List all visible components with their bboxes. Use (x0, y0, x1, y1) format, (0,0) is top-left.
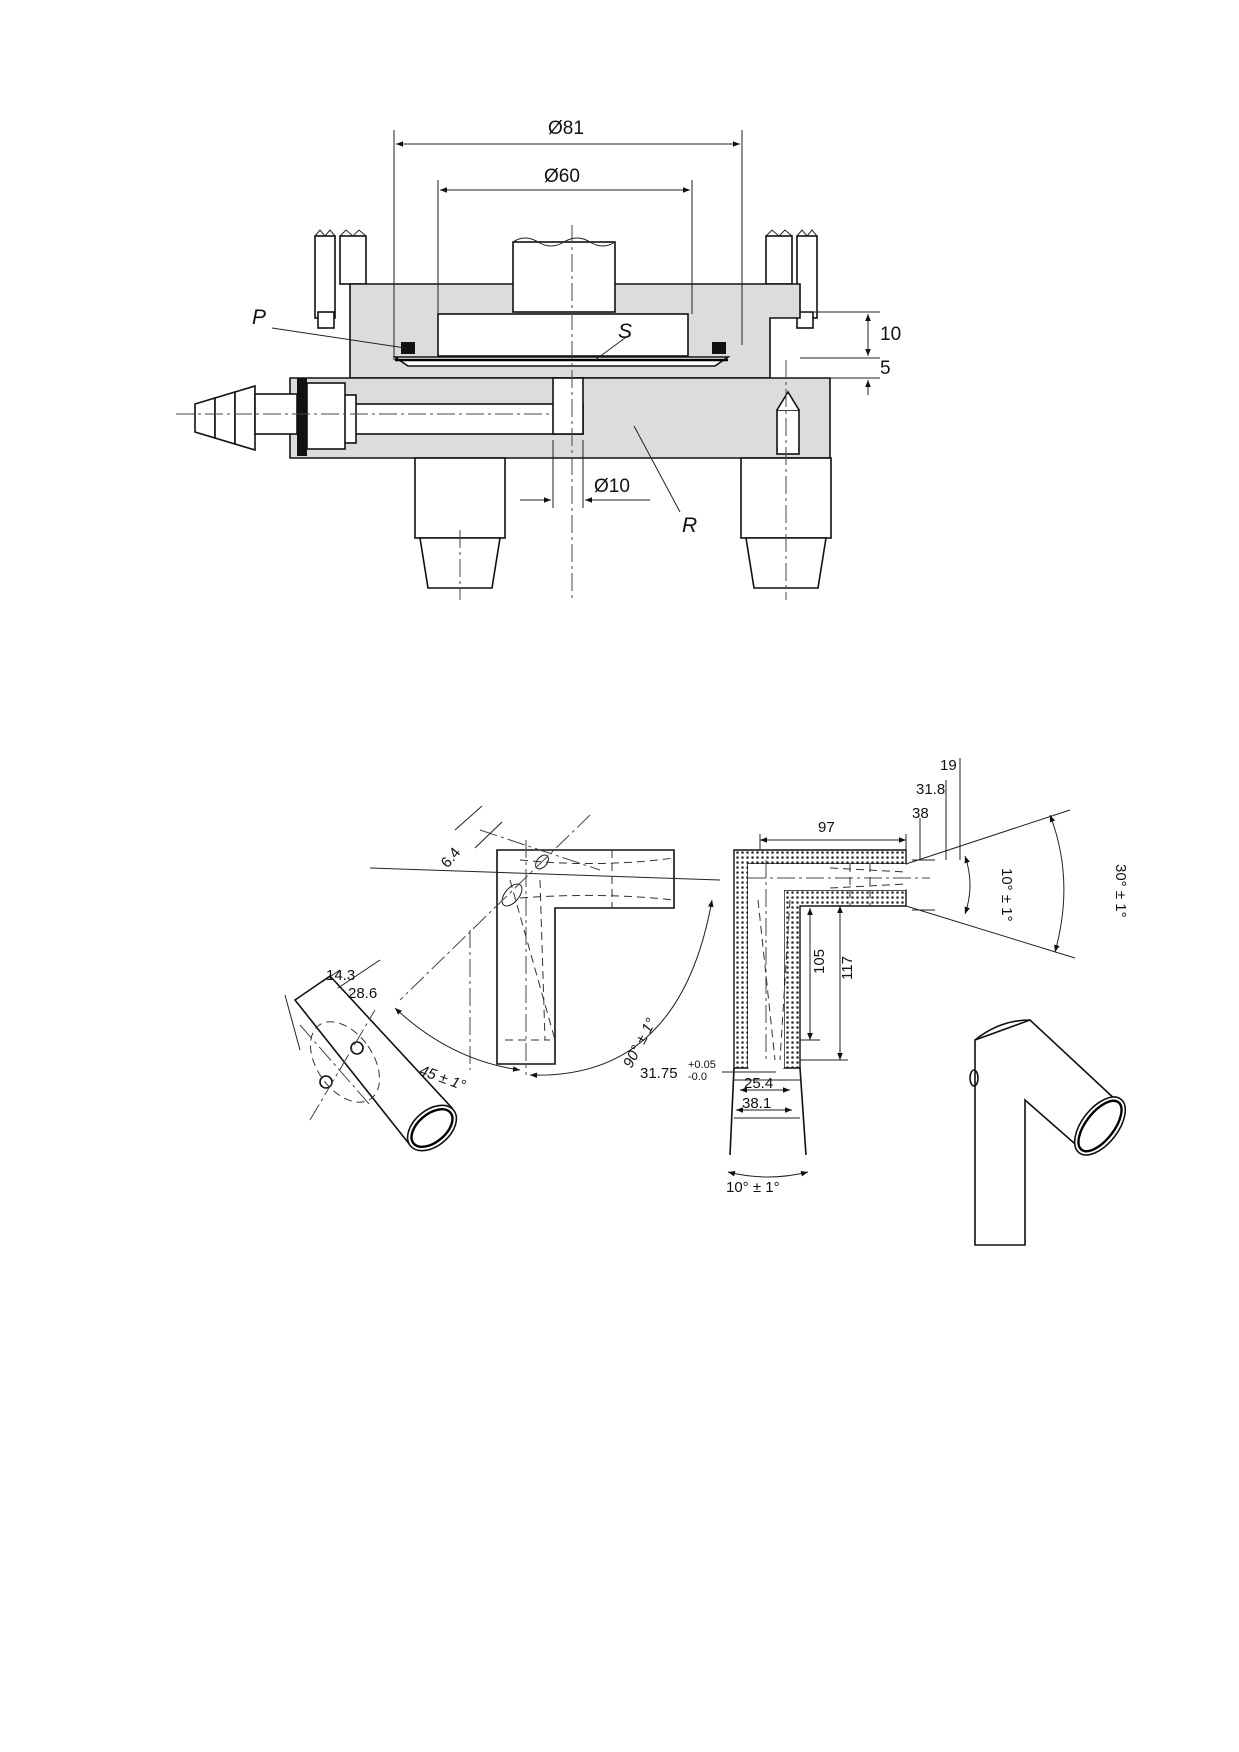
dim-105-117: 105 117 (800, 905, 856, 1061)
dim-38-label: 38 (912, 805, 929, 822)
dim-d60: Ø60 (437, 166, 693, 314)
filter-holder-section: Ø81 Ø60 10 5 Ø10 (176, 118, 901, 600)
leader-r: R (633, 425, 697, 537)
label-p: P (252, 306, 266, 329)
inlet-stub (512, 241, 616, 313)
filter-cavity (437, 313, 689, 357)
dim-31-8-label: 31.8 (916, 781, 945, 798)
dim-d10: Ø10 (520, 440, 650, 508)
filter-membrane (392, 356, 731, 367)
o-ring-left (401, 342, 415, 354)
dim-6-4-label: 6.4 (438, 844, 464, 871)
dim-heights: 10 5 (800, 311, 901, 395)
dim-bottom-diameters: 31.75 +0.05 -0.0 25.4 38.1 10° ± 1° (640, 1059, 809, 1196)
tube-plan-view (369, 814, 721, 1075)
leader-p: P (252, 306, 406, 349)
dim-top-right: 97 38 31.8 19 10° ± 1° 30° ± 1° (759, 757, 1129, 959)
dim-19-label: 19 (940, 757, 957, 774)
hose-barb (194, 378, 346, 456)
dim-6-4: 6.4 (438, 805, 503, 871)
dim-38-1-label: 38.1 (742, 1095, 771, 1112)
dim-31-75-label: 31.75 (640, 1065, 678, 1082)
locating-pin (776, 390, 800, 455)
dim-28-6-label: 28.6 (348, 985, 377, 1002)
label-r: R (682, 514, 697, 537)
dim-25-4-label: 25.4 (744, 1075, 773, 1092)
dim-d81: Ø81 (393, 118, 743, 360)
dim-h10-label: 10 (880, 324, 901, 345)
right-bolt (765, 229, 818, 329)
dim-105-label: 105 (811, 949, 828, 974)
dim-h5-label: 5 (880, 358, 891, 379)
left-bolt (314, 229, 367, 329)
label-s: S (618, 320, 632, 343)
dim-14-3-28-6: 14.3 28.6 (321, 959, 381, 1002)
dim-10-top-label: 10° ± 1° (998, 868, 1015, 922)
tube-drawings: 6.4 14.3 28.6 45 ± 1° 90 (284, 757, 1129, 1246)
tube-detail-45 (284, 974, 458, 1152)
tube-3d-view (969, 1019, 1127, 1246)
o-ring-right (712, 342, 726, 354)
dim-d60-label: Ø60 (544, 166, 580, 187)
dim-117-label: 117 (839, 956, 856, 980)
leader-s: S (594, 320, 632, 361)
tol-lower-label: -0.0 (688, 1071, 707, 1083)
dim-d10-label: Ø10 (594, 476, 630, 497)
dim-97-label: 97 (818, 819, 835, 836)
tol-upper-label: +0.05 (688, 1059, 716, 1071)
dim-90-label: 90° ± 1° (620, 1015, 660, 1070)
dim-angle-90: 90° ± 1° (529, 899, 714, 1079)
dim-30-label: 30° ± 1° (1112, 864, 1129, 918)
dim-14-3-label: 14.3 (326, 967, 355, 984)
dim-10-bottom-label: 10° ± 1° (726, 1179, 780, 1196)
dim-d81-label: Ø81 (548, 118, 584, 139)
